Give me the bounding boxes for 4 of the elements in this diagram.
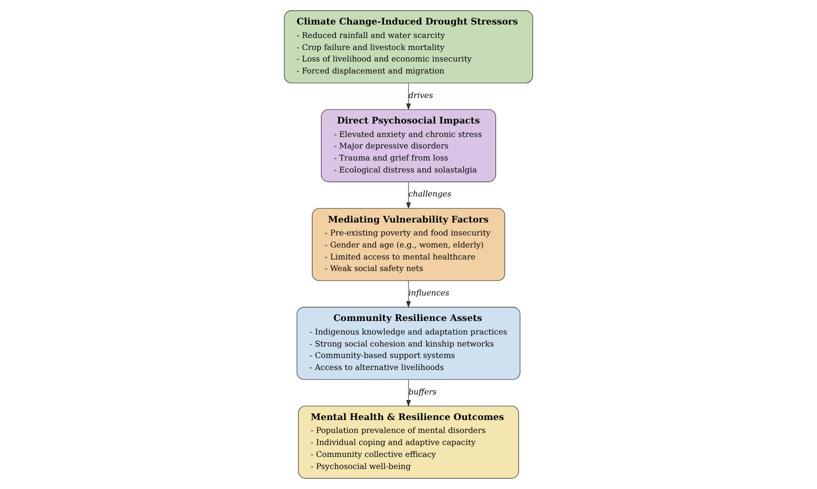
arrow — [406, 82, 411, 110]
arrow — [406, 182, 411, 210]
arrow — [406, 379, 411, 407]
arrow — [406, 280, 411, 308]
